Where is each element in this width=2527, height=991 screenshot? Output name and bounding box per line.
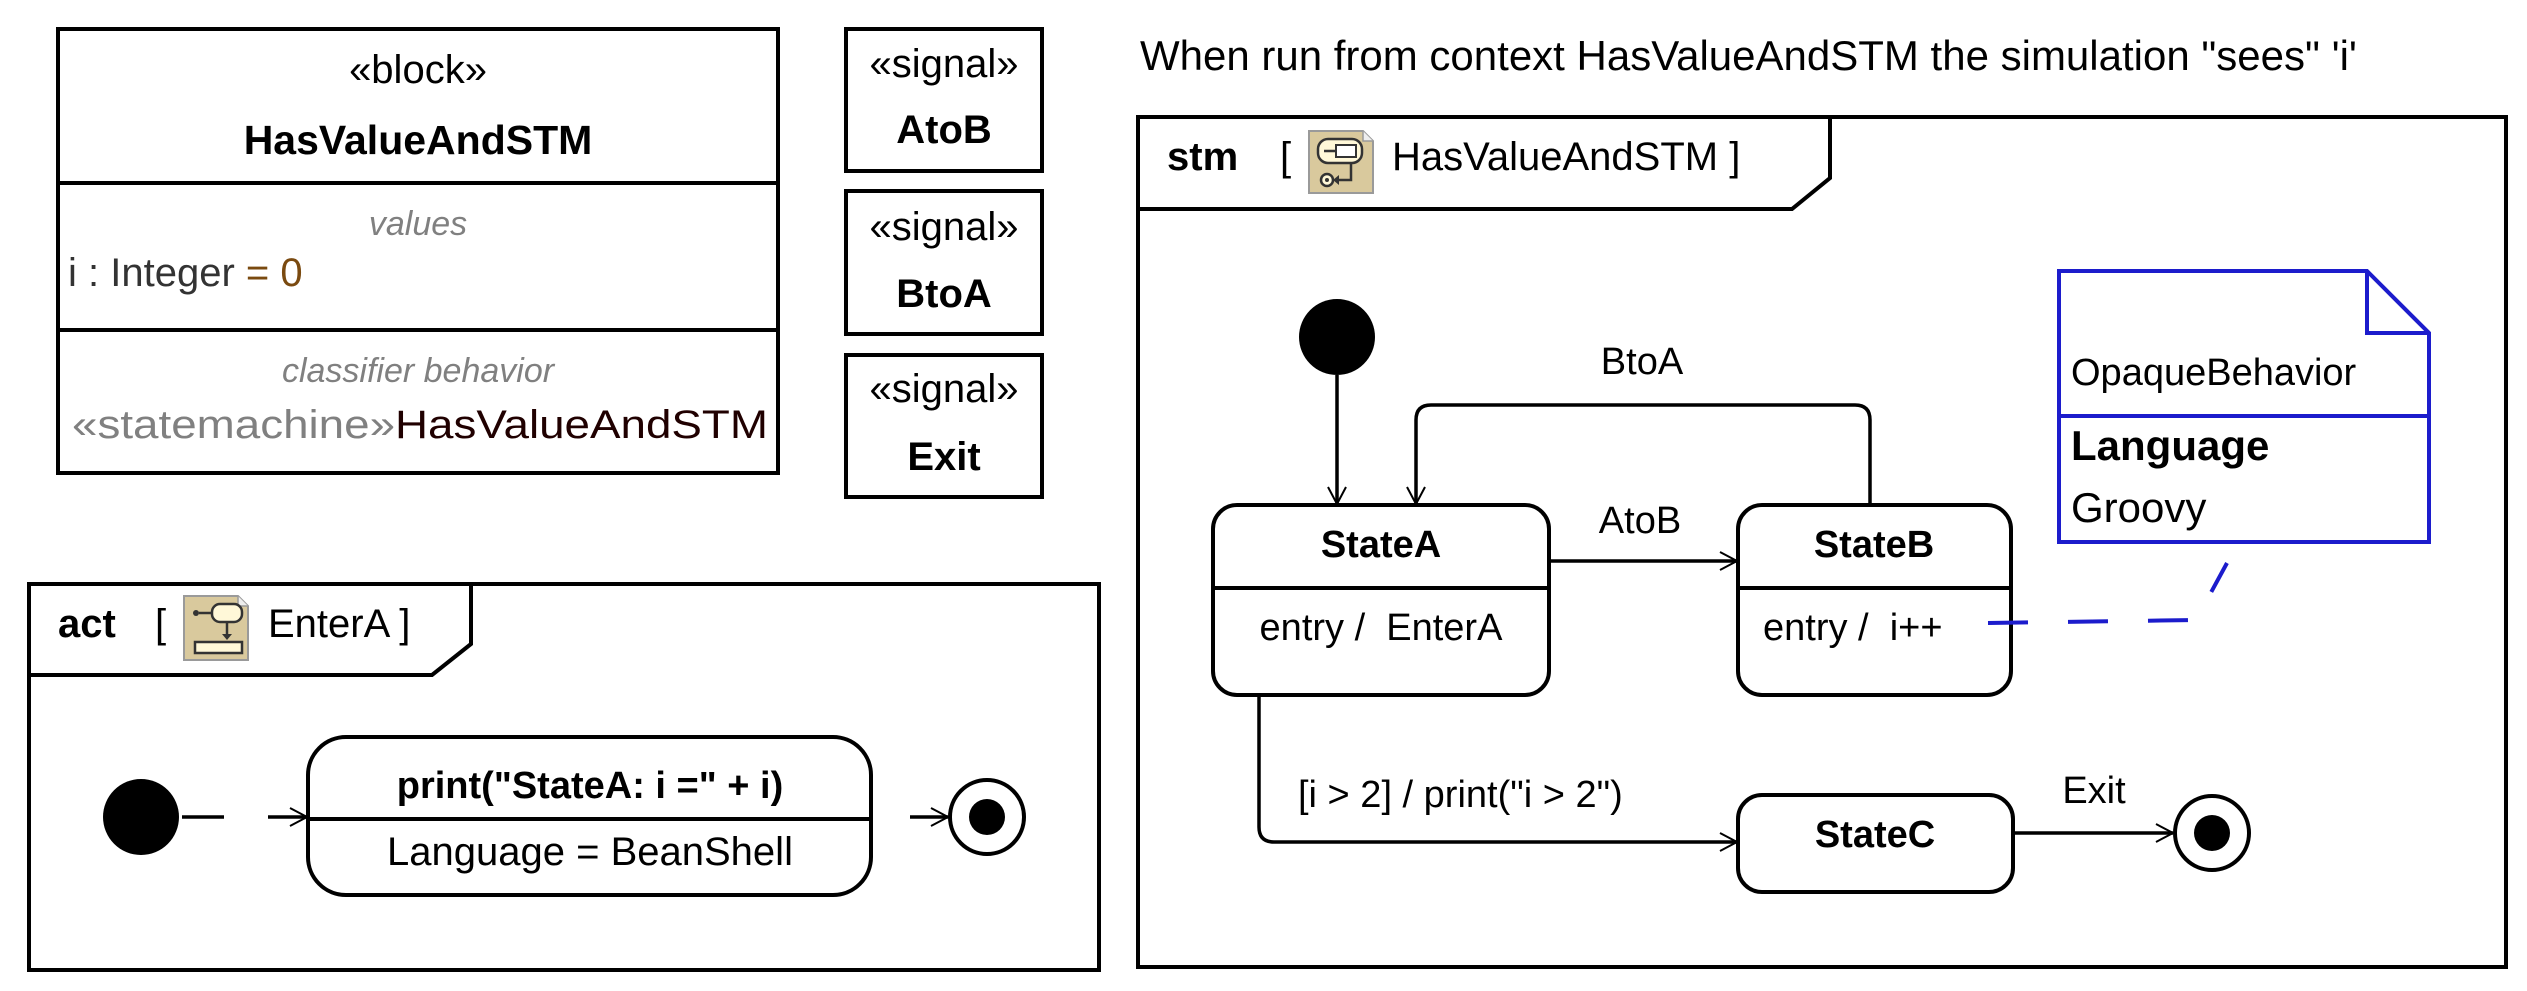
transition-atob-label: AtoB <box>1599 500 1681 542</box>
state-name: StateC <box>1815 814 1935 856</box>
state-a[interactable]: StateA entry / EnterA <box>1211 503 1551 697</box>
activity-final-node[interactable] <box>948 778 1026 856</box>
signal-atob[interactable]: «signal» AtoB <box>844 27 1044 173</box>
note-value: Groovy <box>2071 484 2206 531</box>
signal-name: AtoB <box>896 108 992 152</box>
caption: When run from context HasValueAndSTM the… <box>1140 32 2357 79</box>
signal-exit[interactable]: «signal» Exit <box>844 353 1044 499</box>
frame-kind: stm <box>1167 135 1238 179</box>
opaque-behavior-note[interactable]: OpaqueBehavior Language Groovy <box>2057 269 2431 544</box>
value-default: = 0 <box>246 251 303 295</box>
signal-btoa[interactable]: «signal» BtoA <box>844 189 1044 336</box>
state-name: StateA <box>1321 524 1441 566</box>
signal-stereotype: «signal» <box>869 205 1018 249</box>
state-entry: entry / i++ <box>1763 607 1943 649</box>
state-initial-pseudostate[interactable] <box>1299 299 1375 375</box>
frame-name: EnterA ] <box>268 602 410 646</box>
classifier-stereotype: «statemachine» <box>72 403 395 447</box>
action-node[interactable]: print("StateA: i =" + i) Language = Bean… <box>306 735 873 897</box>
block-stereotype: «block» <box>349 48 487 92</box>
state-final[interactable] <box>2173 794 2251 872</box>
value-property[interactable]: i : Integer = 0 <box>68 251 303 295</box>
action-body: Language = BeanShell <box>387 830 793 874</box>
frame-open-bracket: [ <box>1280 135 1291 179</box>
block-name: HasValueAndSTM <box>244 117 593 163</box>
transition-guard[interactable] <box>1257 696 1737 842</box>
frame-name: HasValueAndSTM ] <box>1392 135 1740 179</box>
transition-guard-label: [i > 2] / print("i > 2") <box>1298 774 1623 816</box>
state-entry: entry / EnterA <box>1260 607 1504 649</box>
activity-frame[interactable]: act [ EnterA ] print("StateA: i =" + i) … <box>27 582 1101 972</box>
action-title: print("StateA: i =" + i) <box>397 765 784 807</box>
statemachine-frame[interactable]: stm [ HasValueAndSTM ] BtoA AtoB [i > 2]… <box>1136 115 2508 969</box>
classifier-behavior[interactable]: «statemachine»HasValueAndSTM <box>72 403 768 447</box>
state-name: StateB <box>1814 524 1934 566</box>
value-name: i : Integer <box>68 251 235 295</box>
activity-diagram-icon <box>183 595 249 661</box>
values-compartment-label: values <box>369 205 467 243</box>
state-machine-diagram-icon <box>1308 130 1374 194</box>
frame-kind: act <box>58 602 116 646</box>
state-c[interactable]: StateC <box>1736 793 2015 894</box>
signal-stereotype: «signal» <box>869 367 1018 411</box>
transition-btoa[interactable] <box>1416 403 1872 505</box>
signal-name: BtoA <box>896 272 992 316</box>
note-property: Language <box>2071 422 2269 469</box>
state-b[interactable]: StateB entry / i++ <box>1736 503 2013 697</box>
classifier-compartment-label: classifier behavior <box>282 352 556 390</box>
note-anchor-line <box>1987 562 2229 625</box>
signal-name: Exit <box>907 435 980 479</box>
transition-exit-label: Exit <box>2062 770 2126 812</box>
activity-initial-node[interactable] <box>103 779 179 855</box>
transition-btoa-label: BtoA <box>1601 341 1684 383</box>
frame-open-bracket: [ <box>155 602 166 646</box>
block-hasvalueandstm[interactable]: «block» HasValueAndSTM values i : Intege… <box>56 27 780 475</box>
signal-stereotype: «signal» <box>869 42 1018 86</box>
classifier-name: HasValueAndSTM <box>395 403 768 447</box>
note-title: OpaqueBehavior <box>2071 352 2357 394</box>
